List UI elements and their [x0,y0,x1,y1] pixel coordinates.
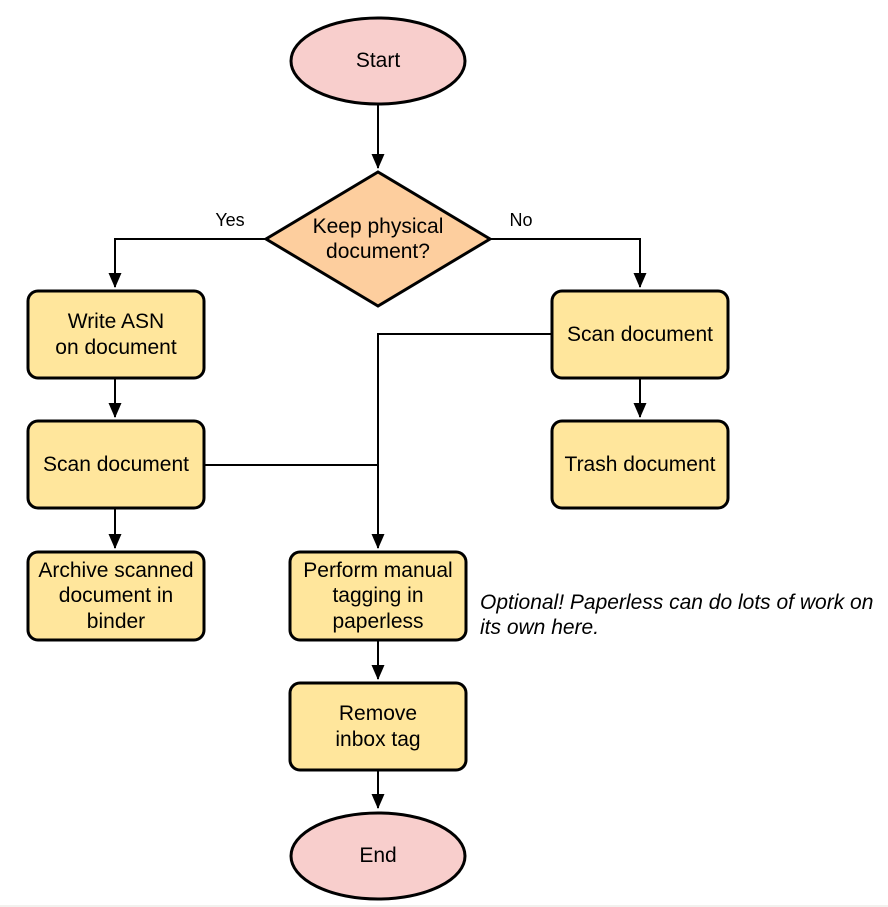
yes-edge-label: Yes [215,209,245,230]
edge-no-branch [490,238,647,288]
page-bottom-divider [0,905,888,907]
end-terminator-shape [289,811,467,901]
optional-note: Optional! Paperless can do lots of work … [480,591,874,640]
archive-label: Archive scanned document in binder [38,559,194,633]
no-edge-label: No [509,209,533,230]
scan-document-right-label: Scan document [567,322,713,346]
start-label: Start [355,49,401,73]
start-terminator-shape [289,16,467,106]
write-asn-label: Write ASN on document [55,310,177,359]
end-label: End [359,844,397,868]
scan-document-right-process-shape [550,289,730,380]
scan-document-left-process-shape [26,419,206,510]
scan-document-left-label: Scan document [43,452,189,476]
keep-physical-decision-label: Keep physical document? [312,214,444,263]
remove-inbox-tag-label: Remove inbox tag [335,702,421,751]
write-asn-process-shape [26,289,206,380]
trash-document-process-shape [550,419,730,510]
keep-physical-decision-shape [263,170,493,308]
edge-yes-branch [108,238,266,288]
manual-tagging-process-shape [288,550,468,642]
edge-scan-right-to-tagging [371,333,552,549]
manual-tagging-label: Perform manual tagging in paperless [303,559,453,633]
trash-document-label: Trash document [564,452,716,476]
archive-process-shape [26,550,206,642]
remove-inbox-tag-process-shape [288,681,468,772]
